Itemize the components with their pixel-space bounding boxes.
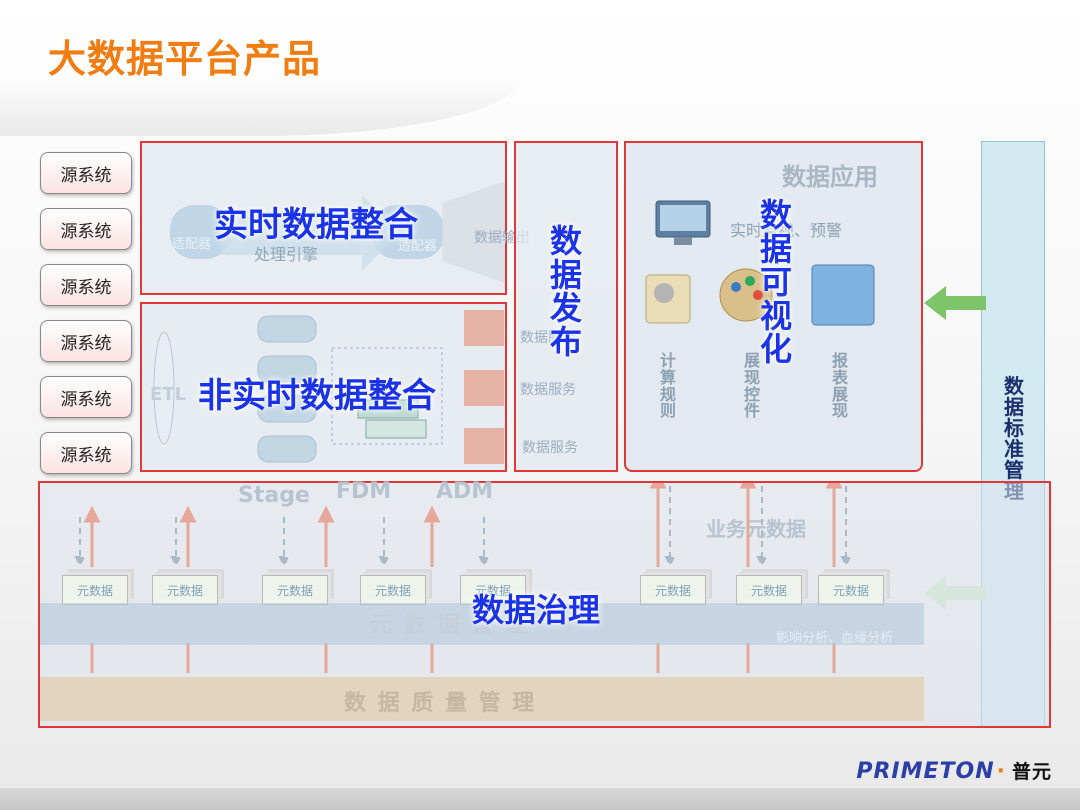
metadata-management-band[interactable] bbox=[40, 603, 924, 645]
source-system[interactable]: 源系统 bbox=[40, 376, 132, 418]
metadata-card[interactable]: 元数据 bbox=[640, 575, 706, 605]
warehouse-graphic bbox=[153, 310, 504, 464]
data-service-label: 数据服务 bbox=[520, 330, 576, 346]
data-quality-label: 数 据 质 量 管 理 bbox=[344, 691, 537, 716]
publish-char: 发 bbox=[549, 289, 582, 328]
report-display-label: 报表展现 bbox=[831, 351, 848, 421]
data-visualization-label: 数 据 可 视 化 bbox=[759, 196, 792, 369]
data-governance-label: 数据治理 bbox=[472, 591, 601, 629]
display-controls-label: 展现控件 bbox=[743, 351, 760, 421]
app-icons bbox=[645, 200, 875, 326]
adapter-left-label: 适配器 bbox=[172, 237, 212, 252]
realtime-monitor-label: 实时监视、预警 bbox=[730, 221, 843, 240]
stage-label: Stage bbox=[238, 483, 310, 508]
batch-integration-box[interactable]: ETL 非实时数据整合 bbox=[140, 302, 507, 472]
business-metadata-label: 业务元数据 bbox=[706, 517, 806, 541]
impact-analysis-label: 影响分析、血缘分析 bbox=[776, 631, 894, 646]
publish-char: 据 bbox=[549, 255, 582, 294]
publish-char: 数 bbox=[549, 222, 582, 260]
rules-icon bbox=[645, 274, 691, 324]
batch-integration-label: 非实时数据整合 bbox=[198, 376, 436, 416]
source-system[interactable]: 源系统 bbox=[40, 152, 132, 194]
etl-label: ETL bbox=[150, 384, 187, 405]
data-service-label: 数据服务 bbox=[522, 440, 578, 456]
data-quality-band[interactable] bbox=[40, 677, 924, 721]
flow-arrows bbox=[74, 483, 852, 673]
monitor-icon bbox=[655, 200, 711, 245]
engine-label: 处理引擎 bbox=[254, 245, 319, 264]
metadata-card[interactable]: 元数据 bbox=[262, 575, 328, 605]
adapter-right-label: 适配器 bbox=[398, 239, 438, 254]
source-system[interactable]: 源系统 bbox=[40, 208, 132, 250]
data-visualization-box[interactable]: 数据应用 实时监视、预警 计算规则 展现控件 报表展现 数 据 可 bbox=[624, 141, 923, 472]
source-system[interactable]: 源系统 bbox=[40, 432, 132, 474]
adm-label: ADM bbox=[436, 479, 494, 504]
realtime-integration-label: 实时数据整合 bbox=[214, 205, 418, 245]
metadata-management-label: 元 数 据 管 理 bbox=[370, 613, 529, 638]
data-app-header: 数据应用 bbox=[782, 163, 878, 191]
title-decoration bbox=[0, 78, 520, 136]
publish-char: 布 bbox=[549, 322, 582, 361]
footer-band bbox=[0, 788, 1080, 810]
report-icon bbox=[811, 264, 875, 326]
source-system[interactable]: 源系统 bbox=[40, 264, 132, 306]
metadata-card[interactable]: 元数据 bbox=[360, 575, 426, 605]
fdm-label: FDM bbox=[336, 479, 392, 504]
metadata-card[interactable]: 元数据 bbox=[460, 575, 526, 605]
metadata-card[interactable]: 元数据 bbox=[818, 575, 884, 605]
data-service-label: 数据服务 bbox=[520, 382, 576, 398]
metadata-card[interactable]: 元数据 bbox=[152, 575, 218, 605]
data-governance-box[interactable]: Stage FDM ADM 业务元数据 bbox=[38, 479, 1051, 728]
pipeline-graphic bbox=[170, 181, 505, 283]
data-publish-label: 数 据 发 布 bbox=[546, 222, 586, 361]
realtime-integration-box[interactable]: 适配器 处理引擎 适配器 数据输出 实时数据整合 bbox=[140, 141, 530, 295]
palette-icon bbox=[719, 268, 773, 322]
standard-arrow-icon bbox=[924, 286, 986, 320]
metadata-card[interactable]: 元数据 bbox=[736, 575, 802, 605]
page-title: 大数据平台产品 bbox=[48, 37, 322, 81]
data-publish-box[interactable]: 数据服务 数据服务 数据服务 数 据 发 布 bbox=[514, 141, 618, 472]
calc-rules-label: 计算规则 bbox=[659, 351, 676, 421]
source-system[interactable]: 源系统 bbox=[40, 320, 132, 362]
brand-logo: PRIMETON·普元 bbox=[856, 759, 1052, 784]
metadata-card[interactable]: 元数据 bbox=[62, 575, 128, 605]
